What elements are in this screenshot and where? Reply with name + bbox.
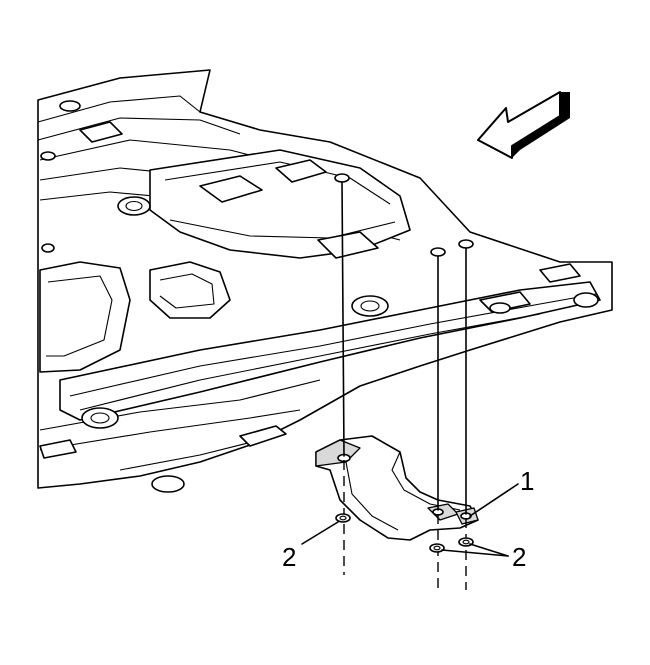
heat-shield bbox=[315, 435, 479, 541]
callout-nuts-right: 2 bbox=[512, 542, 526, 572]
front-direction-arrow-icon bbox=[477, 91, 570, 159]
leader-lines bbox=[301, 483, 519, 557]
callout-nut-left: 2 bbox=[282, 542, 296, 572]
callout-heat-shield: 1 bbox=[520, 466, 534, 496]
nuts-right bbox=[429, 537, 474, 553]
vehicle-floor-pan bbox=[37, 69, 613, 493]
nut-left bbox=[335, 513, 351, 523]
